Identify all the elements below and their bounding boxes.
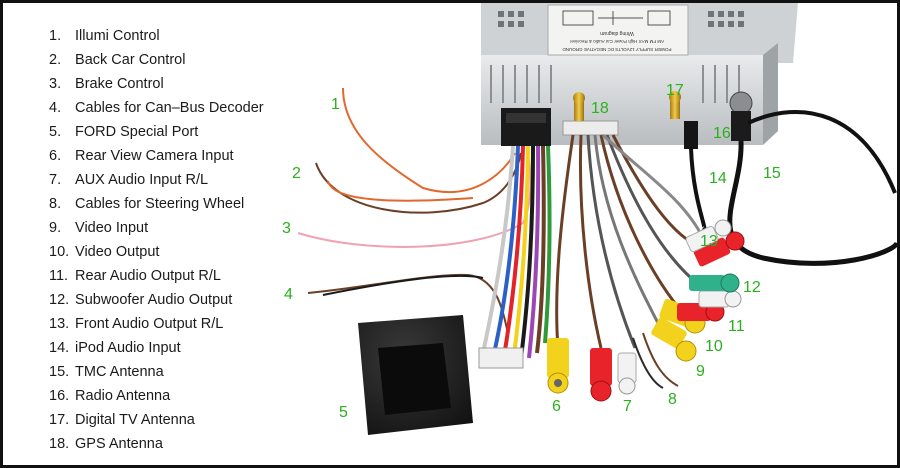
harness-bundle — [481, 145, 552, 364]
legend-item-13: 13. Front Audio Output R/L — [49, 316, 224, 332]
gps-antenna-jack — [573, 92, 585, 121]
callout-7: 7 — [623, 398, 632, 415]
steering-wire-2 — [632, 337, 664, 389]
callout-numbers: 1 2 3 4 5 6 7 8 9 10 11 12 13 14 15 16 1… — [282, 82, 781, 421]
legend-item-6: 6. Rear View Camera Input — [49, 148, 234, 164]
unit-label-line1: POWER SUPPLY 12VOLTS DC NEGATIVE GROUND — [562, 47, 672, 52]
rca-plug-video-yellow — [651, 317, 697, 362]
callout-12: 12 — [743, 279, 761, 296]
radio-antenna-jack — [729, 91, 753, 141]
callout-15: 15 — [763, 165, 781, 182]
ford-special-port — [358, 315, 473, 435]
legend-item-3: 3. Brake Control — [49, 76, 164, 92]
digital-tv-antenna-jack — [669, 91, 681, 119]
legend-item-16: 16. Radio Antenna — [49, 388, 171, 404]
legend-item-1: 1. Illumi Control — [49, 28, 160, 44]
callout-8: 8 — [668, 391, 677, 408]
unit-label-line3: Wiring diagram — [600, 30, 634, 36]
rca-plug-rear-white — [698, 290, 742, 308]
legend-item-15: 15. TMC Antenna — [49, 364, 164, 380]
illumi-wire — [342, 87, 516, 194]
canbus-wire-2 — [322, 274, 484, 296]
white-connector — [562, 120, 619, 136]
callout-9: 9 — [696, 363, 705, 380]
callout-14: 14 — [709, 170, 727, 187]
legend-item-7: 7. AUX Audio Input R/L — [49, 172, 209, 188]
back-car-wire — [315, 152, 522, 214]
legend-item-12: 12. Subwoofer Audio Output — [49, 292, 233, 308]
legend-item-9: 9. Video Input — [49, 220, 149, 236]
legend-item-17: 17. Digital TV Antenna — [49, 412, 195, 428]
callout-13: 13 — [700, 233, 718, 250]
main-harness-connector — [501, 108, 551, 146]
legend-item-10: 10. Video Output — [49, 244, 160, 260]
unit-label-line2: AM FM MAX High Power Car Audio & Receive… — [569, 39, 664, 44]
callout-2: 2 — [292, 165, 301, 182]
callout-10: 10 — [705, 338, 723, 355]
callout-17: 17 — [666, 82, 684, 99]
callout-4: 4 — [284, 286, 293, 303]
rca-plug-subwoofer-green — [689, 273, 740, 293]
callout-11: 11 — [728, 318, 745, 335]
tmc-antenna-cable — [747, 110, 897, 194]
radio-antenna-cable — [727, 140, 897, 266]
ipod-cable — [689, 147, 707, 231]
callout-5: 5 — [339, 404, 348, 421]
wiring-photo: Wiring diagram AM FM MAX High Power Car … — [282, 3, 897, 435]
legend-item-5: 5. FORD Special Port — [49, 124, 199, 140]
legend-item-2: 2. Back Car Control — [49, 52, 186, 68]
ipod-jack — [684, 121, 698, 149]
head-unit-chassis: Wiring diagram AM FM MAX High Power Car … — [481, 3, 798, 145]
back-car-wire-2 — [327, 180, 474, 202]
legend-item-8: 8. Cables for Steering Wheel — [49, 196, 245, 212]
callout-6: 6 — [552, 398, 561, 415]
ford-port-plug — [478, 347, 524, 369]
rca-plug-front-red — [693, 231, 745, 267]
legend-item-18: 18. GPS Antenna — [49, 436, 163, 452]
legend-item-4: 4. Cables for Can–Bus Decoder — [49, 100, 264, 116]
legend-item-11: 11. Rear Audio Output R/L — [49, 268, 221, 284]
callout-16: 16 — [713, 125, 731, 142]
rca-wire-fan — [555, 133, 705, 349]
rca-plug-front-white — [685, 219, 732, 253]
rca-plug-video-camera — [547, 338, 569, 394]
legend-item-14: 14. iPod Audio Input — [49, 340, 181, 356]
callout-1: 1 — [331, 96, 340, 113]
callout-3: 3 — [282, 220, 291, 237]
callout-18: 18 — [591, 100, 609, 117]
rca-plug-aux-white — [617, 352, 637, 395]
brake-wire — [297, 152, 532, 248]
legend-list: 1. Illumi Control 2. Back Car Control 3.… — [49, 25, 264, 457]
rca-plug-aux-red — [590, 348, 612, 402]
steering-wire-1 — [642, 332, 679, 387]
